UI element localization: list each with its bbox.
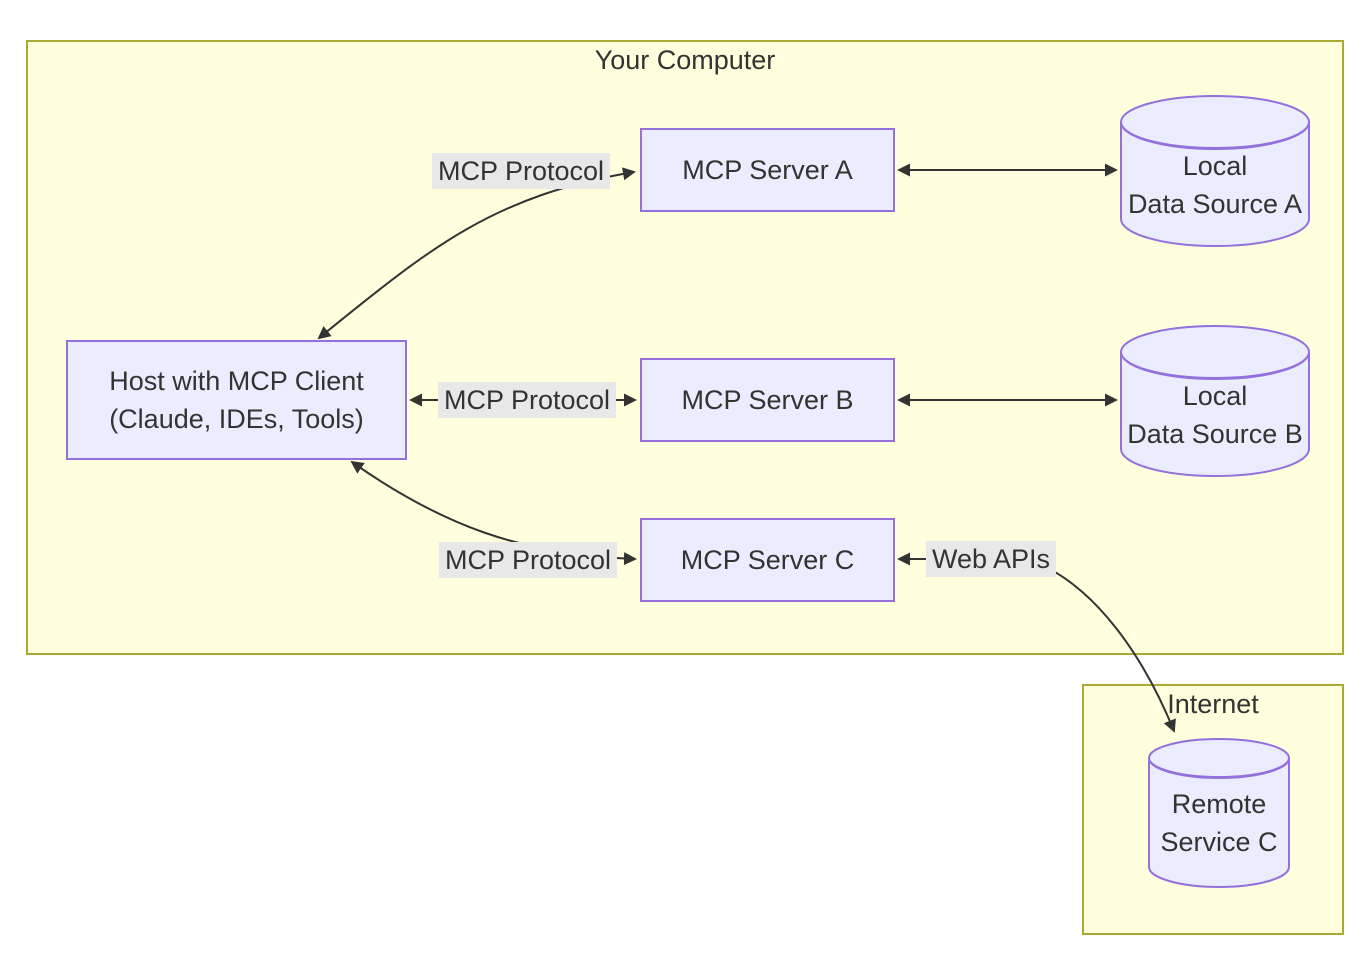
edge-label-mcp-protocol-b: MCP Protocol [437, 382, 617, 418]
node-local-data-source-a-label: Local Data Source A [1120, 122, 1310, 247]
node-remote-service-c [1148, 738, 1290, 888]
edge-label-mcp-protocol-a: MCP Protocol [431, 153, 611, 189]
node-remote-service-c-label: Remote Service C [1148, 758, 1290, 888]
node-local-data-source-b-label: Local Data Source B [1120, 352, 1310, 477]
node-mcp-server-b-label: MCP Server B [681, 385, 854, 415]
node-mcp-server-a: MCP Server A [640, 128, 895, 212]
cylinder-shape [1120, 95, 1310, 247]
node-local-data-source-a [1120, 95, 1310, 247]
node-mcp-server-b: MCP Server B [640, 358, 895, 442]
node-host-with-mcp-client: Host with MCP Client (Claude, IDEs, Tool… [66, 340, 407, 460]
edge-label-web-apis: Web APIs [925, 541, 1057, 577]
node-host-line1: Host with MCP Client [109, 366, 364, 396]
node-host-line2: (Claude, IDEs, Tools) [109, 404, 364, 434]
node-local-data-source-b [1120, 325, 1310, 477]
edge-host-server-a [317, 167, 636, 340]
edge-webapis-remote-c [1045, 566, 1176, 733]
cluster-title-your-computer: Your Computer [594, 45, 776, 75]
node-mcp-server-c-label: MCP Server C [680, 545, 855, 575]
cylinder-shape [1148, 738, 1290, 888]
node-mcp-server-c: MCP Server C [640, 518, 895, 602]
remote-c-line2: Service C [1160, 827, 1278, 857]
remote-c-line1: Remote [1171, 789, 1267, 819]
node-mcp-server-a-label: MCP Server A [682, 155, 853, 185]
data-a-line1: Local [1182, 150, 1248, 181]
cylinder-shape [1120, 325, 1310, 477]
data-b-line1: Local [1182, 380, 1248, 411]
data-b-line2: Data Source B [1127, 418, 1303, 449]
data-a-line2: Data Source A [1127, 188, 1303, 219]
cluster-title-internet: Internet [1167, 689, 1259, 719]
edge-label-mcp-protocol-c: MCP Protocol [438, 542, 618, 578]
